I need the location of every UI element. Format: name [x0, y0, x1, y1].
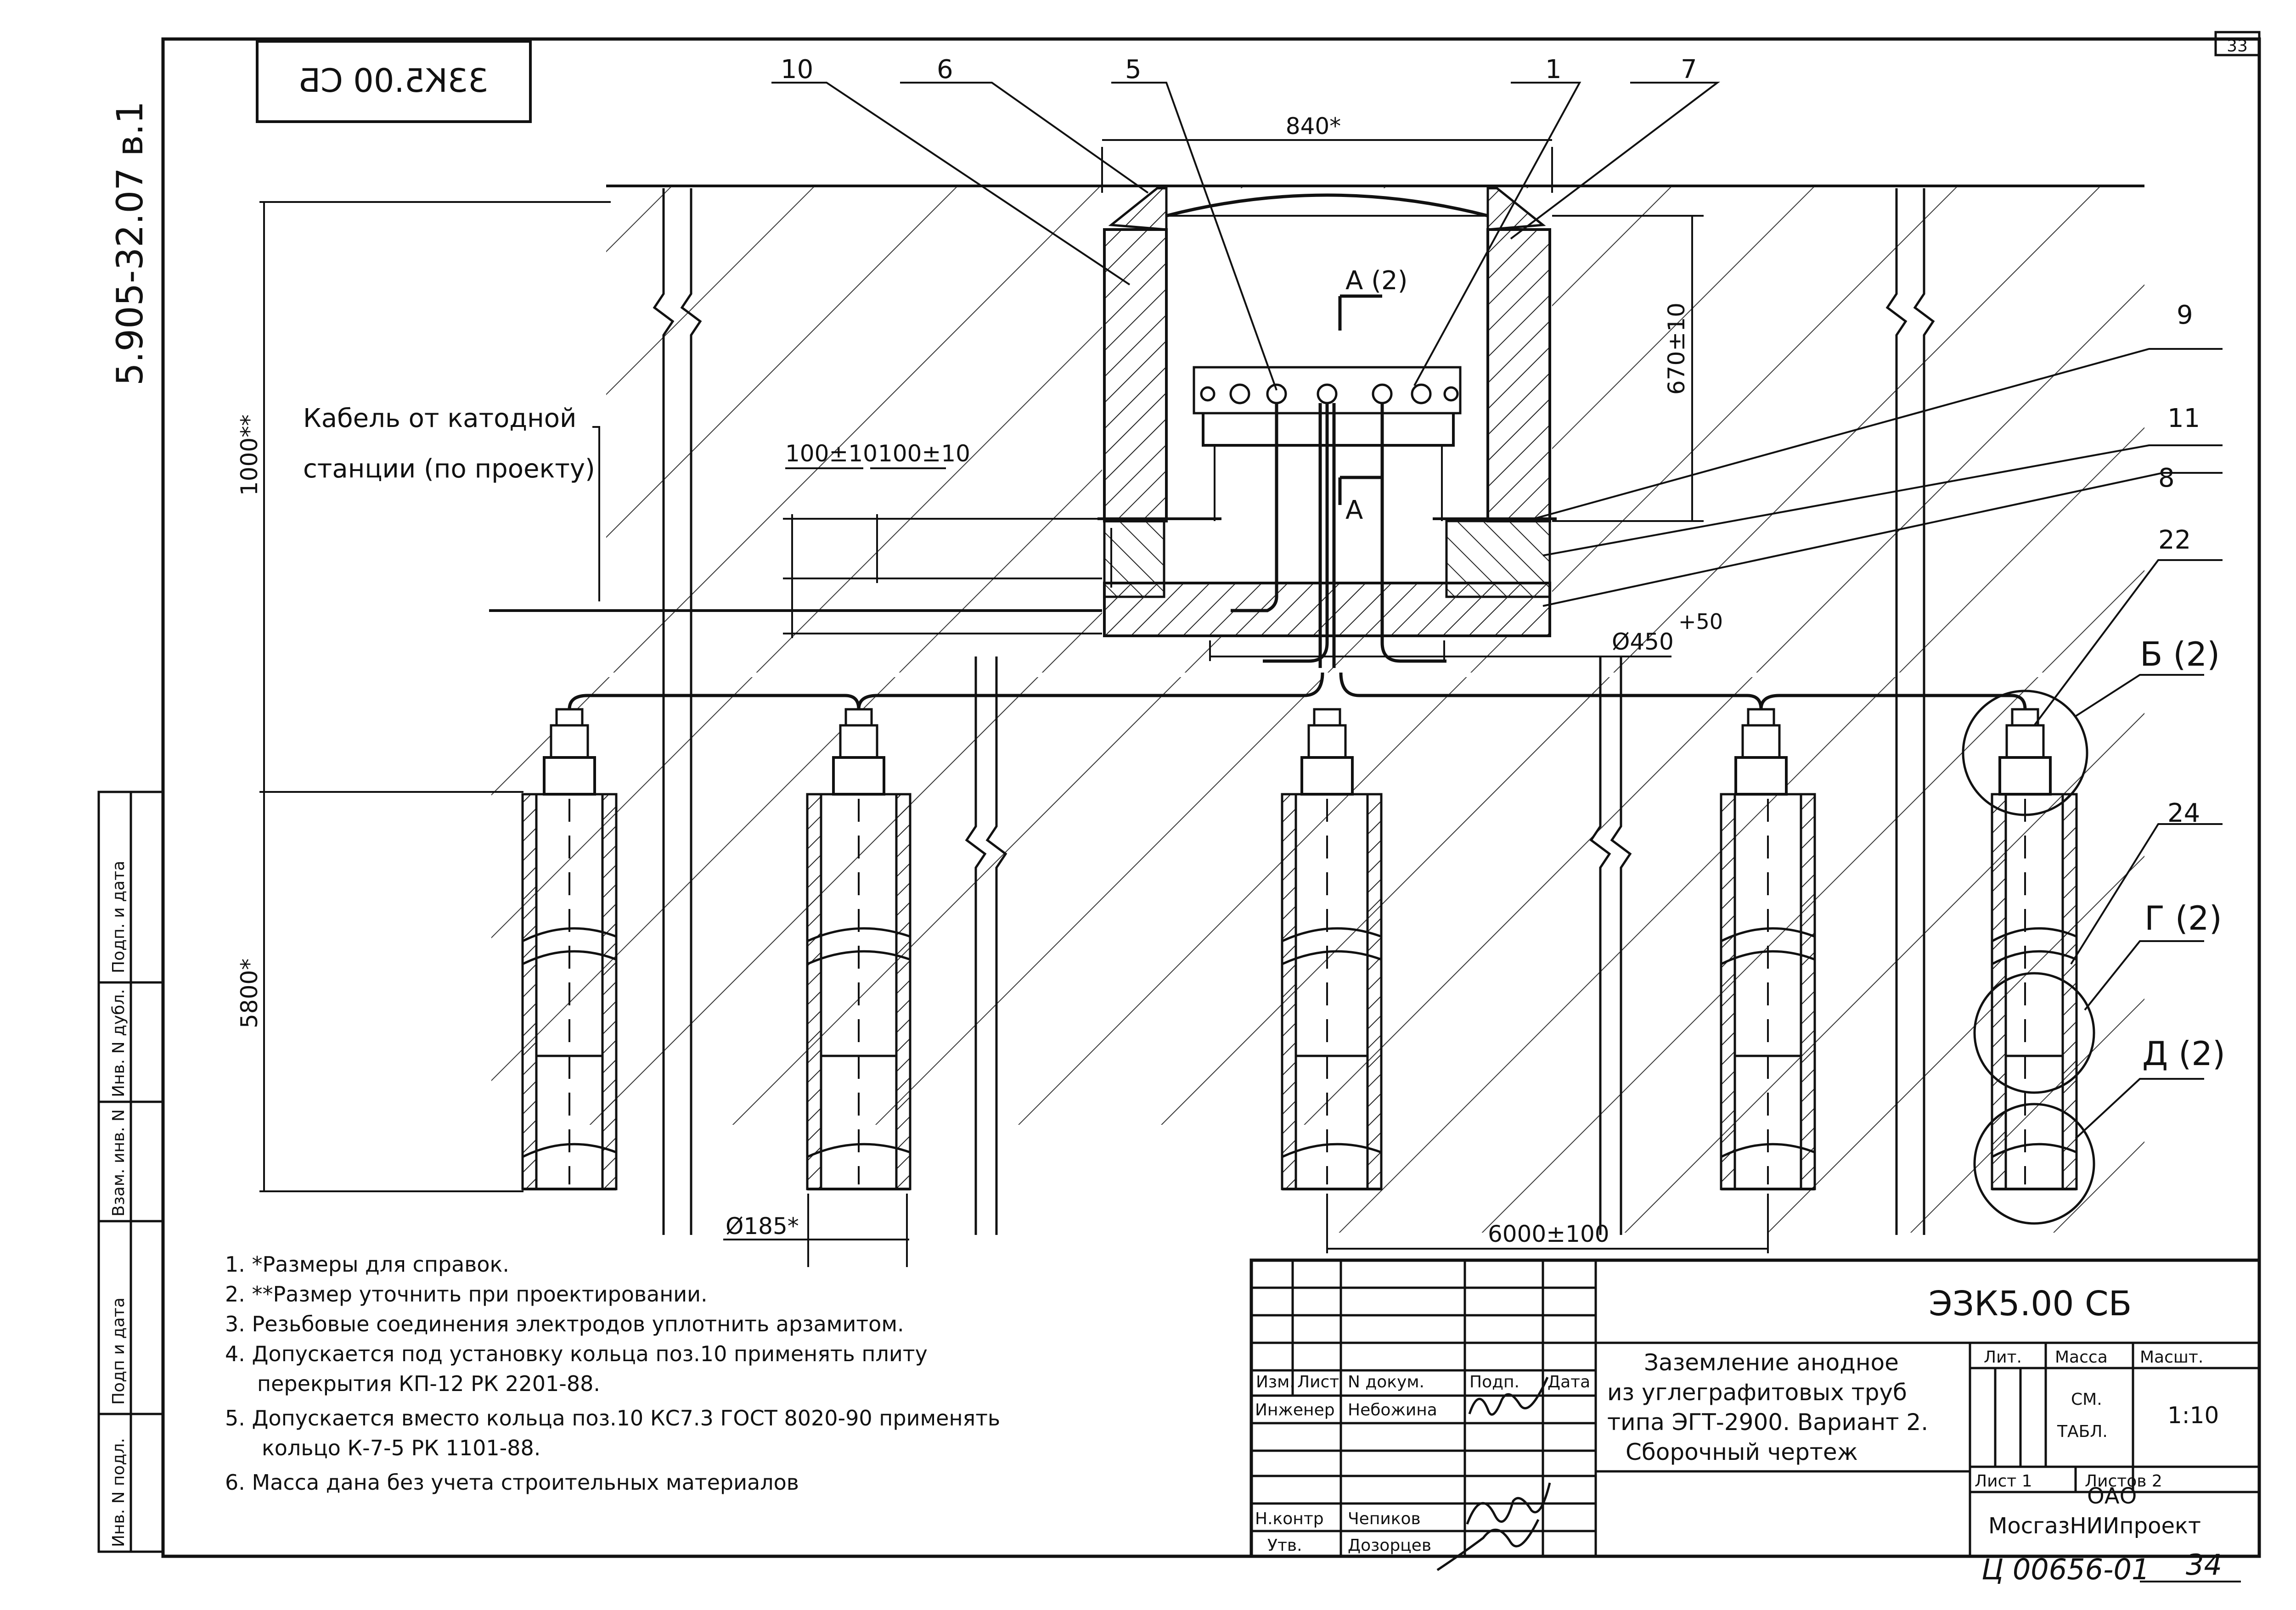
mirrored-stamp: 33К5.00 СБ: [256, 40, 532, 123]
electrode-3: [1281, 708, 1383, 1190]
scale-value: 1:10: [2167, 1402, 2219, 1429]
note-4: 4. Допускается под установку кольца поз.…: [225, 1341, 928, 1366]
callout-1: 1: [1545, 55, 1562, 84]
note-2: 2. **Размер уточнить при проектировании.: [225, 1282, 708, 1307]
dim-1000: 1000**: [236, 415, 263, 496]
callout-24: 24: [2167, 798, 2200, 828]
mass-value-2: ТАБЛ.: [2057, 1422, 2108, 1441]
sheet-label: Лист 1: [1975, 1472, 2032, 1491]
view-d-label: Д (2): [2142, 1034, 2225, 1073]
callout-11: 11: [2167, 404, 2200, 433]
position-callouts: 10 6 5 1 7 9 11 8 22 24: [781, 55, 2200, 828]
callout-22: 22: [2158, 525, 2191, 555]
notes-list: 1. *Размеры для справок. 2. **Размер уто…: [225, 1252, 1000, 1495]
note-4-cont: перекрытия КП-12 РК 2201-88.: [257, 1371, 600, 1396]
dim-diameter-450-tolerance: +50: [1678, 609, 1723, 634]
title-line-2: из углеграфитовых труб: [1607, 1379, 1907, 1406]
electrode-1: [521, 708, 618, 1190]
soil-hatching: [491, 185, 2144, 1233]
name-nkontr: Чепиков: [1348, 1509, 1421, 1528]
callout-8: 8: [2158, 463, 2175, 493]
dim-5800: 5800*: [236, 959, 263, 1028]
col-doc: N докум.: [1348, 1373, 1424, 1391]
side-stamp-cell-5: Инв. N подл.: [109, 1438, 128, 1547]
section-marks: [1338, 294, 1382, 505]
title-block-code: ЭЗК5.00 СБ: [1929, 1284, 2132, 1324]
lit-label: Лит.: [1984, 1348, 2022, 1367]
dim-gap-right: 100±10: [878, 440, 970, 467]
leader-lines: [592, 82, 2223, 1139]
name-engineer: Небожина: [1348, 1401, 1437, 1419]
role-engineer: Инженер: [1255, 1401, 1335, 1419]
note-5-cont: кольцо К-7-5 РК 1101-88.: [262, 1436, 540, 1460]
section-a-label: А: [1345, 495, 1363, 525]
side-stamp-cell-3: Взам. инв. N: [109, 1109, 128, 1217]
dim-gap-left: 100±10: [785, 440, 878, 467]
dim-840: 840*: [1286, 113, 1341, 140]
note-3: 3. Резьбовые соединения электродов уплот…: [225, 1312, 904, 1336]
title-line-4: Сборочный чертеж: [1626, 1439, 1858, 1465]
cable-label-line-2: станции (по проекту): [303, 454, 595, 484]
view-b-label: Б (2): [2140, 635, 2220, 673]
signature-nkontr: [1466, 1482, 1551, 1525]
note-1: 1. *Размеры для справок.: [225, 1252, 509, 1277]
note-5: 5. Допускается вместо кольца поз.10 КС7.…: [225, 1406, 1000, 1430]
cable-label-line-1: Кабель от катодной: [303, 404, 576, 433]
role-nkontr: Н.контр: [1255, 1509, 1324, 1528]
callout-5: 5: [1125, 55, 1142, 84]
archive-code: Ц 00656-01: [1981, 1553, 2150, 1586]
dim-diameter-185: Ø185*: [726, 1213, 799, 1240]
electrode-4: [1720, 708, 1816, 1190]
dim-spacing-6000: 6000±100: [1488, 1221, 1609, 1247]
side-stamp: [97, 791, 164, 1553]
side-stamp-cell-2: Инв. N дубл.: [109, 989, 128, 1097]
callout-10: 10: [781, 55, 813, 84]
signature-engineer: [1468, 1376, 1549, 1416]
org-line-2: МосгазНИИпроект: [1988, 1513, 2201, 1539]
dimension-lines: [259, 139, 1769, 1267]
callout-6: 6: [937, 55, 953, 84]
org-line-1: ОАО: [2087, 1483, 2137, 1509]
callout-9: 9: [2177, 300, 2193, 330]
mass-value-1: СМ.: [2071, 1390, 2102, 1409]
electrode-2: [806, 708, 912, 1190]
break-lines: [653, 188, 1935, 1235]
cable-lines: [568, 403, 2027, 710]
mass-label: Масса: [2055, 1348, 2108, 1367]
col-list: Лист: [1297, 1373, 1339, 1391]
title-line-1: Заземление анодное: [1644, 1349, 1899, 1376]
col-date: Дата: [1548, 1373, 1590, 1391]
section-a-top-label: А (2): [1345, 266, 1407, 296]
side-code: 5.905-32.07 в.1: [110, 101, 151, 386]
name-utv: Дозорцев: [1348, 1536, 1431, 1555]
mirrored-stamp-code: 33К5.00 СБ: [298, 62, 489, 100]
col-sign: Подп.: [1469, 1373, 1519, 1391]
scale-label: Масшт.: [2140, 1348, 2203, 1367]
side-stamp-cell-4: Подп и дата: [109, 1297, 128, 1405]
role-utv: Утв.: [1267, 1536, 1302, 1555]
sheets-label: Листов 2: [2085, 1472, 2162, 1491]
electrode-5: [1962, 690, 2095, 1225]
note-6: 6. Масса дана без учета строительных мат…: [225, 1470, 799, 1495]
view-g-label: Г (2): [2144, 899, 2222, 937]
side-stamp-cell-1: Подп. и дата: [109, 861, 128, 973]
callout-7: 7: [1681, 55, 1697, 84]
col-izm: Изм.: [1256, 1373, 1295, 1391]
signature-utv: [1436, 1519, 1540, 1571]
page-number: 34: [2186, 1548, 2222, 1582]
sheet-number: 33: [2227, 37, 2248, 56]
title-line-3: типа ЭГТ-2900. Вариант 2.: [1607, 1409, 1928, 1436]
title-block-grid: [1249, 1258, 2261, 1558]
dim-670: 670±10: [1663, 303, 1690, 395]
dim-diameter-450: Ø450: [1612, 628, 1674, 655]
